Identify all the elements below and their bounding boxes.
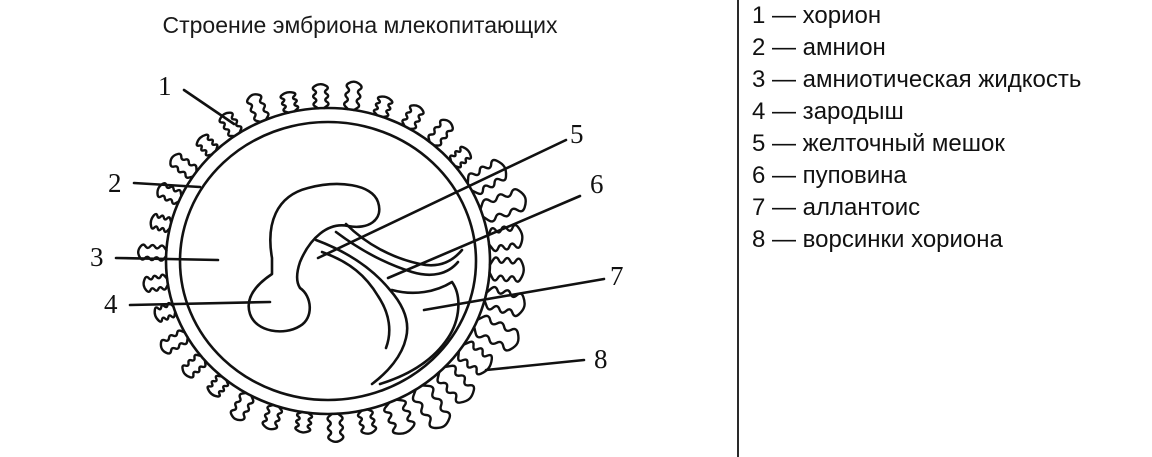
chorionic-villus — [261, 403, 284, 431]
chorionic-villus — [142, 273, 170, 294]
leader-line-2 — [132, 181, 202, 189]
umbilical-cord — [314, 238, 409, 386]
chorionic-villus — [159, 329, 189, 355]
legend-item-6: 6 — пуповина — [752, 162, 907, 189]
chorionic-villus — [427, 118, 454, 147]
chorionic-villus — [156, 182, 183, 206]
chorion-outer-wall — [164, 106, 492, 416]
legend-list: 1 — хорион 2 — амнион 3 — амниотическая … — [752, 0, 1081, 256]
embryo-body — [247, 182, 381, 333]
leader-line-6 — [386, 194, 582, 280]
chorionic-villus — [279, 90, 300, 114]
legend-item-3: 3 — амниотическая жидкость — [752, 66, 1082, 93]
leader-line-7 — [422, 277, 606, 312]
label-2: 2 — [108, 168, 122, 198]
label-6: 6 — [590, 169, 604, 199]
chorionic-villus — [343, 80, 363, 112]
chorionic-villus — [383, 398, 416, 435]
chorionic-villus — [356, 408, 378, 435]
chorion-inner-wall — [178, 120, 478, 402]
label-3: 3 — [90, 242, 104, 272]
umbilical-cord-inner — [320, 250, 391, 350]
chorionic-villus — [436, 364, 476, 404]
chorionic-villus — [448, 145, 473, 169]
chorionic-villus — [466, 158, 508, 196]
legend-item-2: 2 — амнион — [752, 34, 886, 61]
legend-item-7: 7 — аллантоис — [752, 194, 921, 221]
label-7: 7 — [610, 261, 624, 291]
chorionic-villus — [326, 412, 345, 444]
chorionic-villus — [479, 188, 527, 223]
legend-item-1: 1 — хорион — [752, 2, 882, 29]
leader-line-3 — [114, 256, 220, 262]
label-4: 4 — [104, 289, 118, 319]
chorionic-villus — [195, 133, 219, 157]
chorionic-villus — [457, 340, 494, 376]
legend-item-8: 8 — ворсинки хориона — [752, 226, 1003, 253]
label-8: 8 — [594, 344, 608, 374]
leader-line-4 — [128, 300, 272, 307]
legend-item-5: 5 — желточный мешок — [752, 130, 1005, 157]
chorionic-villus — [229, 391, 255, 422]
yolk-sac — [334, 230, 460, 276]
chorionic-villus — [169, 152, 198, 179]
leader-line-5 — [316, 138, 568, 260]
figure-title: Строение эмбриона млекопитающих — [162, 12, 558, 38]
chorionic-villus — [245, 93, 270, 124]
chorionic-villus — [206, 374, 230, 398]
chorionic-villus — [372, 95, 394, 119]
chorionic-villus — [411, 384, 452, 430]
chorionic-villus — [488, 256, 525, 283]
label-5: 5 — [570, 119, 584, 149]
chorionic-villus — [401, 104, 425, 131]
allantois — [378, 280, 460, 386]
chorionic-villus — [311, 82, 330, 110]
legend-item-4: 4 — зародыш — [752, 98, 904, 125]
chorionic-villus — [181, 353, 207, 379]
label-1: 1 — [158, 71, 172, 101]
leader-line-8 — [484, 358, 586, 372]
chorionic-villus — [294, 410, 314, 434]
embryo-diagram: 1 2 3 4 5 6 7 8 — [90, 71, 624, 444]
panel-divider — [737, 0, 739, 457]
chorionic-villi — [136, 80, 527, 444]
yolk-sac-inner — [344, 222, 464, 267]
leader-line-1 — [182, 88, 236, 126]
chorionic-villus — [149, 212, 173, 234]
chorionic-villus — [483, 285, 526, 318]
chorionic-villus — [473, 314, 520, 352]
chorionic-villus — [153, 301, 177, 323]
